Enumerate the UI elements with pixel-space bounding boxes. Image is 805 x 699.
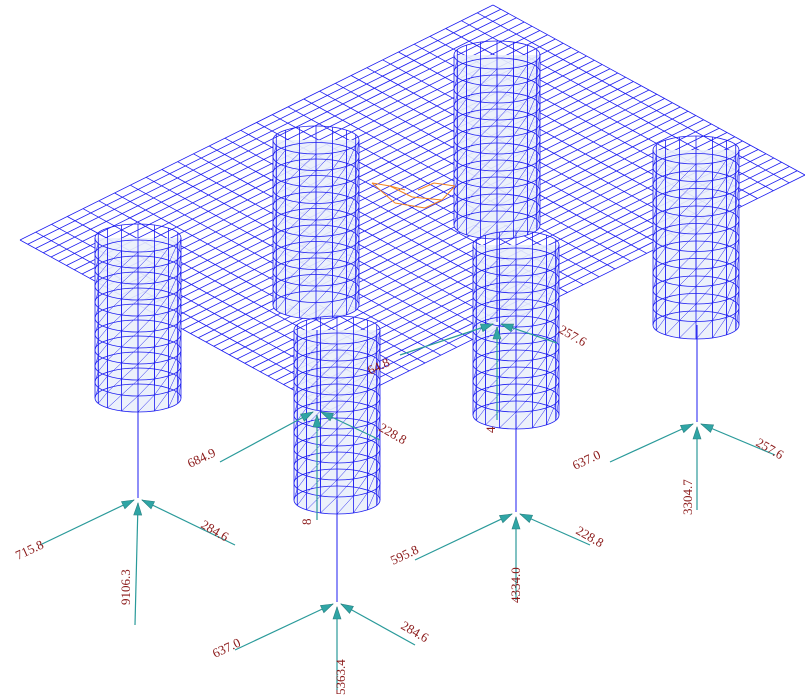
mesh-line [190,98,665,334]
pile-cylinder [472,230,560,430]
mesh-line [151,76,626,313]
mesh-line [174,89,650,326]
mesh-line [27,8,501,245]
reaction-label-vertical: 9106.3 [118,569,133,605]
pile-cylinders [94,40,740,515]
reaction-label-left: 637.0 [570,447,603,473]
reaction-group: 595.8 228.8 4334.0 [388,415,606,603]
pile-cylinder [293,315,381,515]
reaction-label-right: 257.6 [754,435,787,463]
reaction-group: 715.8 284.6 9106.3 [13,398,236,626]
mesh-line [35,13,509,249]
reaction-label-left: 637.0 [210,635,243,661]
reaction-group: 637.0 284.6 5363.4 [210,500,432,695]
mesh-line [167,85,642,322]
reaction-label-left: 595.8 [388,542,421,568]
pile-cylinder [652,135,740,340]
reaction-label-left: 684.9 [185,445,218,471]
reaction-label-vertical: 4 [483,426,498,433]
reaction-label-vertical: 8 [299,519,314,526]
pile-cylinder [272,125,360,320]
reaction-label-right: 228.8 [574,523,607,551]
mesh-line [159,81,634,317]
reaction-label-right: 284.6 [199,517,232,545]
reaction-group: 637.0 257.6 3304.7 [570,325,787,515]
reaction-label-right: 257.6 [557,322,590,350]
selection-marker [371,182,456,209]
mesh-line [19,4,494,241]
pile-cylinder [94,223,182,413]
reaction-label-left: 715.8 [13,537,46,563]
pile-cylinder [453,40,541,240]
mesh-line [50,21,525,258]
reaction-label-vertical: 5363.4 [333,659,348,695]
reaction-label-vertical: 3304.7 [680,479,695,515]
reaction-label-vertical: 4334.0 [508,567,523,603]
mesh-line [43,17,517,254]
mesh-line [182,93,657,330]
reaction-label-right: 284.6 [399,618,432,646]
reaction-label-right: 228.8 [377,420,410,448]
